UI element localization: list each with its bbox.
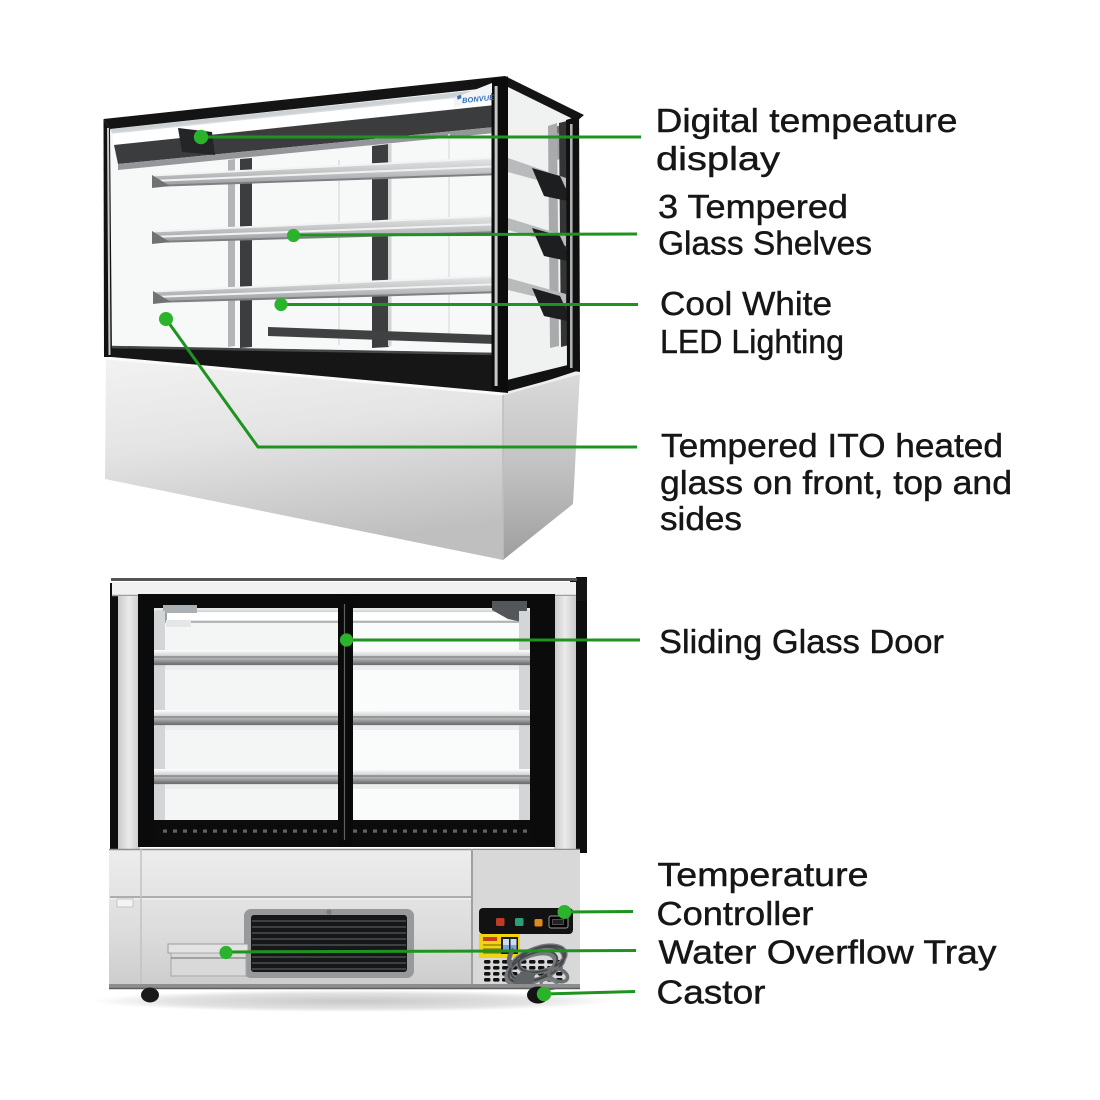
svg-text:display: display — [656, 140, 781, 177]
svg-text:Castor: Castor — [657, 974, 766, 1011]
svg-text:sides: sides — [660, 500, 742, 537]
svg-text:3 Tempered: 3 Tempered — [658, 188, 848, 225]
svg-text:Sliding Glass Door: Sliding Glass Door — [659, 623, 944, 660]
svg-text:BONVUE: BONVUE — [462, 93, 496, 105]
svg-text:Water Overflow Tray: Water Overflow Tray — [659, 934, 998, 971]
svg-text:Tempered ITO heated: Tempered ITO heated — [661, 427, 1003, 464]
svg-text:Glass Shelves: Glass Shelves — [658, 225, 872, 262]
svg-text:Controller: Controller — [657, 895, 814, 932]
svg-text:glass on front, top and: glass on front, top and — [660, 464, 1012, 501]
svg-text:Temperature: Temperature — [658, 856, 869, 893]
svg-text:Cool White: Cool White — [660, 285, 832, 322]
svg-text:Digital tempeature: Digital tempeature — [656, 102, 958, 139]
svg-text:LED Lighting: LED Lighting — [660, 323, 844, 360]
